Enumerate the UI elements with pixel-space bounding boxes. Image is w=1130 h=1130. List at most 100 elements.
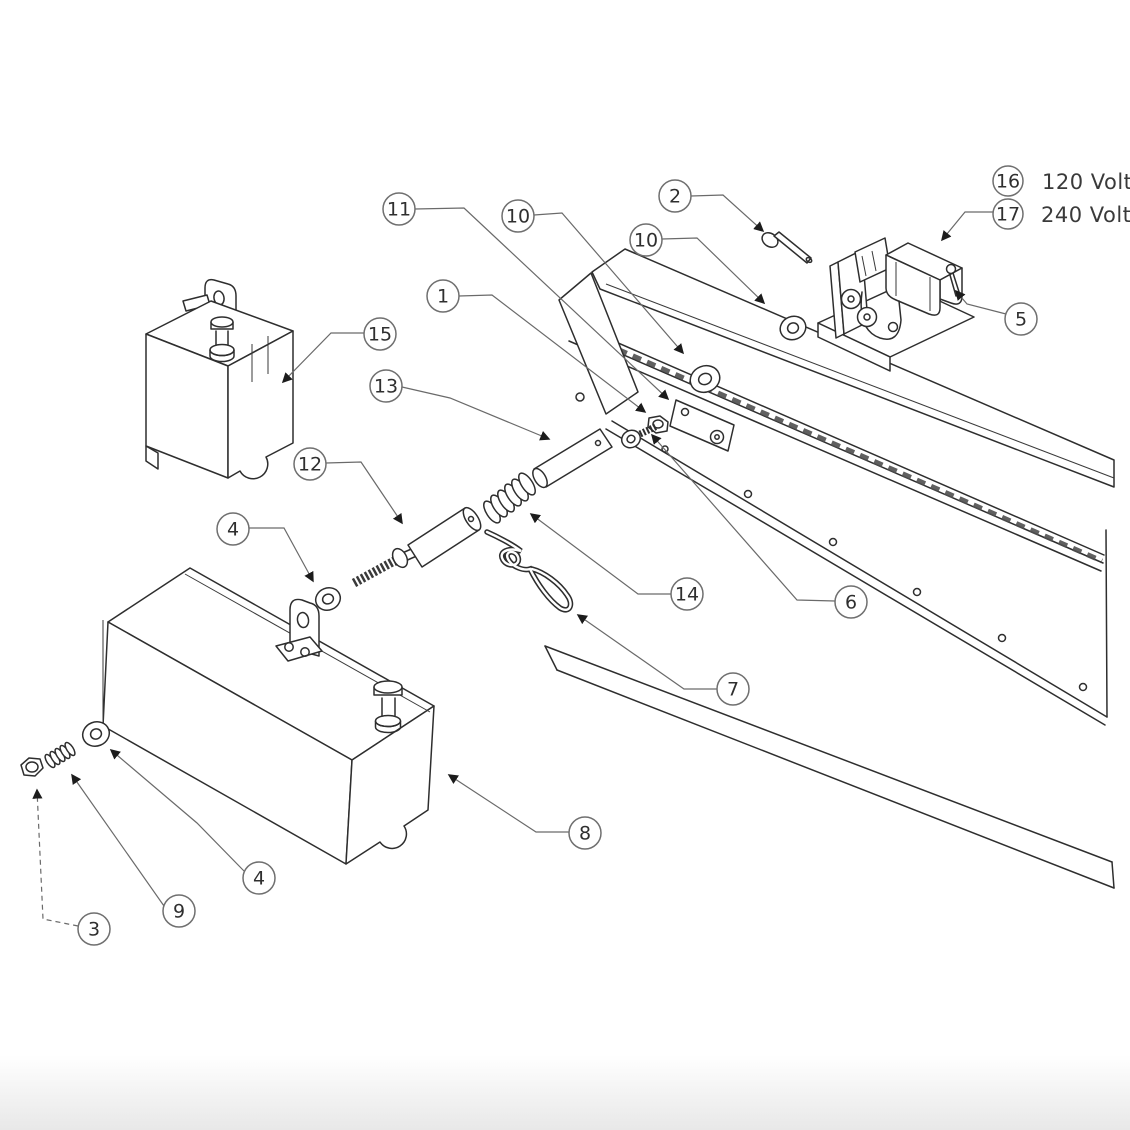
- rail-holes: [661, 445, 1088, 692]
- balloon-number-9: 9: [173, 901, 185, 923]
- balloon-circle-10: [629, 223, 663, 257]
- clevis-pin-large: [532, 428, 613, 489]
- balloon-13: 13: [369, 369, 551, 441]
- carriage-bolt-head: [709, 429, 725, 445]
- balloon-4-3: 4: [216, 512, 314, 583]
- leader-line-4: [249, 527, 314, 583]
- socket-bolt: [620, 422, 659, 449]
- balloon-5: 5: [955, 289, 1038, 336]
- armature-disc: [840, 288, 862, 310]
- balloon-number-6: 6: [845, 592, 857, 614]
- balloon-number-4: 4: [253, 868, 265, 890]
- threaded-stud: [351, 506, 482, 587]
- balloon-circle-12: [293, 447, 327, 481]
- balloon-number-17: 17: [996, 204, 1020, 226]
- leader-line-9: [71, 773, 165, 907]
- balloon-16: 16: [992, 165, 1024, 197]
- hex-nut: [20, 757, 44, 777]
- balloon-14: 14: [529, 513, 704, 611]
- balloon-number-4: 4: [227, 519, 239, 541]
- balloon-number-10: 10: [634, 230, 658, 252]
- balloon-15: 15: [281, 317, 397, 384]
- leader-line-10: [661, 237, 766, 305]
- balloon-number-10: 10: [506, 206, 530, 228]
- leader-line-2: [690, 194, 765, 233]
- rail-assembly: [544, 248, 1115, 889]
- leader-line-13: [401, 386, 551, 441]
- flat-washer-10b: [779, 315, 807, 341]
- leader-line-4: [109, 749, 245, 872]
- balloon-9: 9: [71, 773, 196, 928]
- balloon-10-11: 10: [629, 223, 766, 305]
- leader-line-5: [955, 289, 1007, 315]
- balloon-number-2: 2: [669, 186, 681, 208]
- chain-links: [574, 328, 1104, 564]
- balloon-circle-16: [992, 165, 1024, 197]
- balloon-circle-9: [162, 894, 196, 928]
- balloon-circle-8: [568, 816, 602, 850]
- latch-plate: [669, 399, 735, 452]
- balloon-10-10: 10: [501, 199, 685, 355]
- hex-nut-small: [647, 415, 669, 434]
- leader-line-15: [281, 332, 364, 384]
- balloon-number-16: 16: [996, 171, 1020, 193]
- balloon-circle-5: [1004, 302, 1038, 336]
- balloon-1: 1: [426, 279, 647, 413]
- balloon-circle-1: [426, 279, 460, 313]
- clevis-bracket: [275, 598, 323, 662]
- flat-washer-4-lower: [81, 721, 111, 747]
- lamination-stack: [854, 237, 891, 283]
- hairpin-clip: [484, 529, 574, 613]
- cover-box-large: [102, 567, 435, 865]
- balloon-circle-11: [382, 192, 416, 226]
- balloon-number-1: 1: [437, 286, 449, 308]
- leader-line-10: [533, 212, 685, 355]
- balloon-8: 8: [447, 774, 602, 850]
- plunger-pin-large: [373, 680, 403, 734]
- balloon-number-12: 12: [298, 454, 322, 476]
- balloon-number-3: 3: [88, 919, 100, 941]
- leader-line-17: [941, 211, 993, 242]
- balloon-circle-6: [834, 585, 868, 619]
- balloon-circle-3: [77, 912, 111, 946]
- clevis-pin-small: [761, 231, 813, 264]
- leader-line-14: [529, 513, 671, 595]
- balloon-circle-14: [670, 577, 704, 611]
- plunger-pin-small: [209, 316, 235, 363]
- balloon-6: 6: [650, 433, 868, 619]
- balloon-number-7: 7: [727, 679, 739, 701]
- balloon-circle-7: [716, 672, 750, 706]
- solenoid-coil: [885, 254, 941, 316]
- flat-washer-4-upper: [314, 587, 342, 611]
- balloon-circle-10: [501, 199, 535, 233]
- balloon-7: 7: [576, 614, 750, 706]
- balloon-12: 12: [293, 447, 403, 525]
- label-240-volts: 240 Volts: [1041, 203, 1130, 227]
- leader-line-3: [32, 788, 79, 927]
- balloon-4-4: 4: [109, 749, 276, 895]
- balloon-number-11: 11: [387, 199, 411, 221]
- leader-line-11: [414, 207, 670, 401]
- balloon-number-13: 13: [374, 376, 398, 398]
- leader-line-12: [325, 461, 403, 525]
- leader-line-6: [650, 433, 836, 602]
- small-spring: [44, 741, 76, 769]
- flat-washer-10a: [689, 364, 721, 394]
- leader-line-7: [576, 614, 717, 690]
- compression-spring: [483, 472, 536, 524]
- balloon-number-8: 8: [579, 823, 591, 845]
- balloon-number-5: 5: [1015, 309, 1027, 331]
- balloon-circle-15: [363, 317, 397, 351]
- balloon-circle-17: [992, 198, 1024, 230]
- balloon-circle-13: [369, 369, 403, 403]
- balloon-2: 2: [658, 179, 765, 233]
- leader-line-1: [458, 294, 647, 413]
- cover-box-small: [145, 278, 294, 480]
- label-120-volts: 120 Volts: [1042, 170, 1130, 194]
- solenoid-assembly: [817, 237, 975, 372]
- balloon-17: 17: [941, 198, 1024, 242]
- balloon-circle-2: [658, 179, 692, 213]
